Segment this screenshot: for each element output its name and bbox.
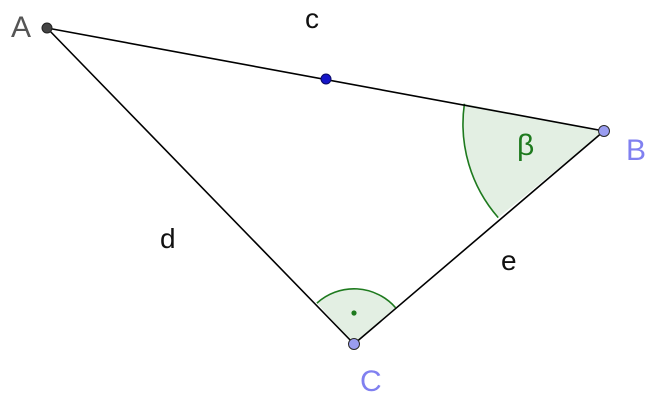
label-point-C: C <box>360 365 382 398</box>
label-point-A: A <box>11 11 31 44</box>
angle-beta-arc <box>462 103 499 219</box>
point-A[interactable] <box>41 22 53 34</box>
right-angle-arc <box>316 287 397 309</box>
label-side-e: e <box>501 245 517 276</box>
right-angle-sector <box>316 288 396 344</box>
side-e <box>353 130 605 345</box>
midpoint-c[interactable] <box>320 73 332 85</box>
side-d <box>46 27 355 345</box>
label-angle-beta: β <box>517 129 534 162</box>
angle-beta-sector <box>462 103 604 218</box>
point-C[interactable] <box>348 338 360 350</box>
point-B[interactable] <box>598 125 610 137</box>
right-angle-dot <box>351 310 357 316</box>
label-point-B: B <box>626 134 646 167</box>
label-side-d: d <box>160 223 176 254</box>
label-side-c: c <box>305 3 319 34</box>
